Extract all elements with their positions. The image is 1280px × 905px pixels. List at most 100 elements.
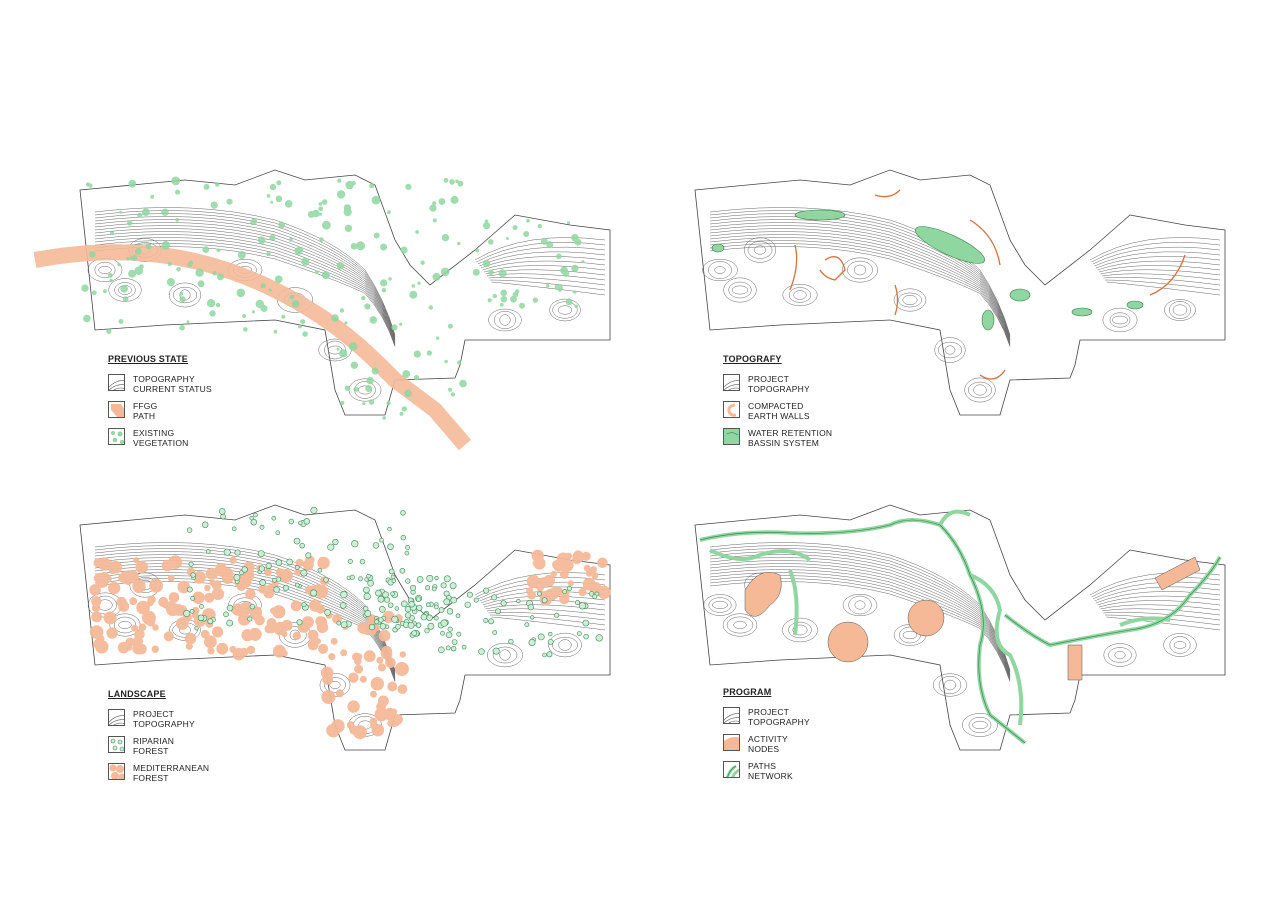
vegetation-dot bbox=[139, 264, 144, 269]
contour-line bbox=[479, 251, 606, 267]
contour-hill bbox=[973, 384, 987, 396]
mediterranean-tree bbox=[357, 622, 370, 634]
contour-line bbox=[1103, 612, 1221, 621]
contour-hill bbox=[932, 673, 968, 697]
contour-line bbox=[1089, 572, 1221, 596]
vegetation-dot bbox=[217, 273, 224, 281]
contour-line bbox=[709, 234, 1011, 344]
legend-line2: TOPOGRAPHY bbox=[748, 384, 810, 394]
riparian-tree bbox=[388, 602, 394, 608]
mediterranean-tree bbox=[330, 637, 338, 645]
legend-line1: FFGG bbox=[133, 401, 158, 411]
mediterranean-forest bbox=[89, 549, 611, 740]
vegetation-dot bbox=[344, 385, 351, 391]
vegetation-dot bbox=[450, 392, 456, 397]
contour-hill bbox=[842, 593, 878, 617]
vegetation-swatch-icon bbox=[108, 428, 125, 445]
vegetation-dot bbox=[299, 248, 304, 253]
contour-hill bbox=[708, 261, 732, 279]
riparian-tree bbox=[231, 526, 237, 532]
mediterranean-tree bbox=[370, 690, 377, 698]
vegetation-dot bbox=[413, 375, 420, 381]
riparian-tree bbox=[407, 621, 415, 629]
mediterranean-tree bbox=[354, 657, 362, 666]
contour-hill bbox=[934, 337, 966, 363]
riparian-tree bbox=[253, 512, 258, 518]
contour-hill bbox=[1164, 299, 1196, 321]
vegetation-dot bbox=[242, 314, 247, 318]
mediterranean-tree bbox=[266, 584, 273, 591]
riparian-tree bbox=[537, 633, 545, 641]
vegetation-dot bbox=[289, 238, 293, 242]
contour-line bbox=[94, 213, 396, 337]
contour-hill bbox=[788, 287, 812, 303]
mediterranean-tree bbox=[272, 644, 286, 658]
mediterranean-tree bbox=[307, 629, 319, 641]
mediterranean-tree bbox=[328, 653, 336, 661]
contour-hill bbox=[972, 720, 988, 730]
contour-hill bbox=[1172, 304, 1188, 316]
contour-line bbox=[1106, 616, 1221, 631]
contour-line bbox=[94, 234, 396, 344]
vegetation-dot bbox=[546, 241, 554, 249]
riparian-forest bbox=[183, 506, 603, 658]
legend-line2: FOREST bbox=[133, 773, 169, 783]
vegetation-dot bbox=[284, 200, 293, 208]
contour-hill bbox=[702, 258, 738, 282]
riparian-tree bbox=[347, 558, 353, 564]
riparian-tree bbox=[259, 524, 265, 530]
riparian-tree bbox=[451, 639, 458, 645]
riparian-tree bbox=[404, 606, 412, 613]
riparian-tree bbox=[226, 604, 234, 612]
riparian-tree bbox=[367, 579, 375, 587]
vegetation-dot bbox=[167, 261, 172, 267]
riparian-tree bbox=[488, 618, 494, 625]
mediterranean-tree bbox=[205, 567, 218, 580]
vegetation-dot bbox=[573, 290, 577, 294]
riparian-tree bbox=[202, 521, 209, 528]
legend-title: LANDSCAPE bbox=[108, 689, 166, 699]
vegetation-dot bbox=[369, 183, 375, 189]
vegetation-dot bbox=[562, 270, 570, 277]
topography-swatch-icon bbox=[108, 374, 125, 391]
vegetation-dot bbox=[449, 179, 455, 185]
vegetation-dot bbox=[540, 237, 548, 245]
contour-line bbox=[709, 207, 1011, 336]
riparian-tree bbox=[296, 619, 303, 626]
mediterranean-tree bbox=[151, 645, 159, 653]
mediterranean-tree bbox=[353, 725, 367, 740]
contour-line bbox=[1098, 600, 1221, 608]
riparian-tree bbox=[574, 600, 580, 606]
vegetation-dot bbox=[103, 289, 107, 294]
contour-hill bbox=[723, 277, 757, 303]
contour-hill bbox=[87, 257, 123, 283]
vegetation-dot bbox=[195, 268, 204, 277]
vegetation-dot bbox=[492, 293, 497, 299]
mediterranean-tree bbox=[131, 624, 139, 632]
mediterranean-tree bbox=[369, 717, 378, 726]
vegetation-dot bbox=[404, 389, 413, 398]
ffgg-path bbox=[33, 244, 472, 451]
riparian-tree bbox=[378, 606, 386, 613]
vegetation-dot bbox=[339, 349, 348, 358]
contour-line bbox=[1101, 273, 1221, 281]
mediterranean-tree bbox=[97, 557, 112, 571]
contour-hill bbox=[499, 649, 511, 661]
vegetation-dot bbox=[339, 308, 345, 313]
contour-line bbox=[709, 554, 1011, 674]
riparian-tree bbox=[445, 631, 453, 639]
contour-line bbox=[1094, 586, 1221, 602]
mediterranean-tree bbox=[93, 631, 102, 639]
riparian-tree bbox=[382, 591, 389, 598]
riparian-tree bbox=[190, 595, 195, 601]
riparian-tree bbox=[340, 621, 348, 628]
vegetation-dot bbox=[373, 232, 380, 239]
contour-line bbox=[94, 207, 396, 336]
mediterranean-tree bbox=[204, 635, 217, 649]
contour-hill bbox=[964, 377, 996, 403]
mediterranean-tree bbox=[348, 672, 359, 683]
riparian-tree bbox=[466, 591, 473, 598]
